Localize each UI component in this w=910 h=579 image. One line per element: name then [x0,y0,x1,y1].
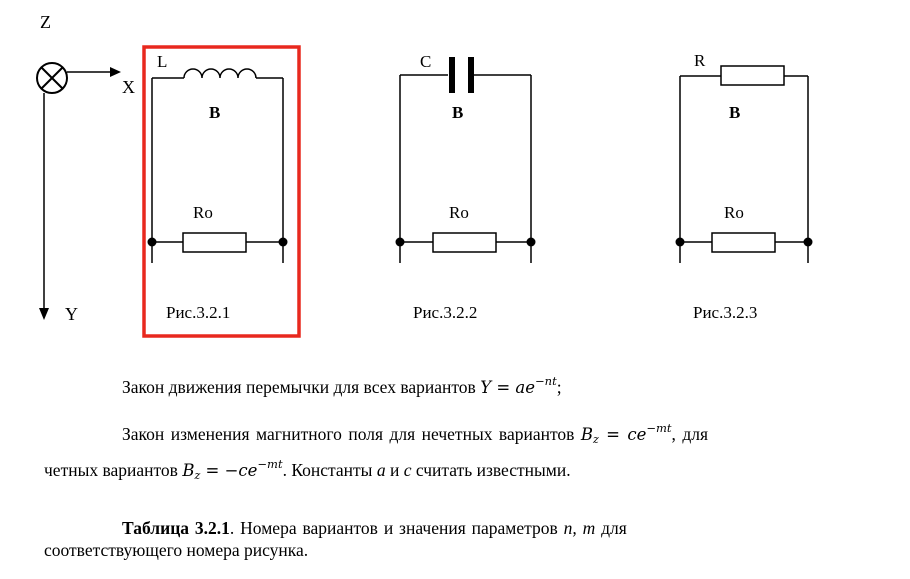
field-formula-odd: Bz = ce−mt [580,421,672,446]
table-caption: Таблица 3.2.1. Номера вариантов и значен… [122,518,627,538]
x-axis-label: X [122,77,135,97]
contact-node [803,237,813,247]
circuit-inductor: L B Ro Рис.3.2.1 [142,45,301,338]
paragraph-motion-law: Закон движения перемычки для всех вариан… [122,374,562,397]
figure-caption: Рис.3.2.3 [693,303,757,322]
motion-formula: Y = ae−nt [480,374,557,397]
x-axis-arrow [67,67,121,77]
field-formula-even: Bz = −ce−mt [182,457,283,482]
table-caption-line2: соответствующего номера рисунка. [44,540,309,560]
figure-caption: Рис.3.2.2 [413,303,477,322]
resistor-r-label: R [694,51,706,70]
contact-node [526,237,536,247]
contact-node [675,237,685,247]
y-axis-label: Y [65,304,78,324]
capacitor-icon [449,57,474,93]
circuit-resistor: R B Ro Рис.3.2.3 [675,51,813,322]
field-label: B [452,103,463,122]
coordinate-axes: Z X Y [36,12,135,324]
resistor-ro-icon [182,232,247,253]
field-label: B [209,103,220,122]
z-axis-label: Z [40,12,51,32]
inductor-label: L [157,52,167,71]
resistor-ro-icon [711,232,776,253]
resistor-r-icon [720,65,785,86]
resistor-ro-label: Ro [449,203,469,222]
resistor-ro-label: Ro [193,203,213,222]
inductor-coil-icon [183,68,257,79]
paragraph-field-odd: Закон изменения магнитного поля для нече… [122,421,709,446]
resistor-ro-label: Ro [724,203,744,222]
y-axis-arrow [39,93,49,320]
highlight-frame [142,45,301,338]
resistor-ro-icon [432,232,497,253]
z-axis-cross-icon [36,62,68,94]
contact-node [395,237,405,247]
figure-caption: Рис.3.2.1 [166,303,230,322]
contact-node [147,237,157,247]
circuit-capacitor: C B Ro Рис.3.2.2 [395,52,536,322]
circuit-figure: Z X Y L B Ro Рис.3.2.1 [36,12,813,338]
capacitor-label: C [420,52,431,71]
contact-node [278,237,288,247]
field-label: B [729,103,740,122]
paragraph-field-even: четных вариантов Bz = −ce−mt. Константы … [44,457,571,482]
